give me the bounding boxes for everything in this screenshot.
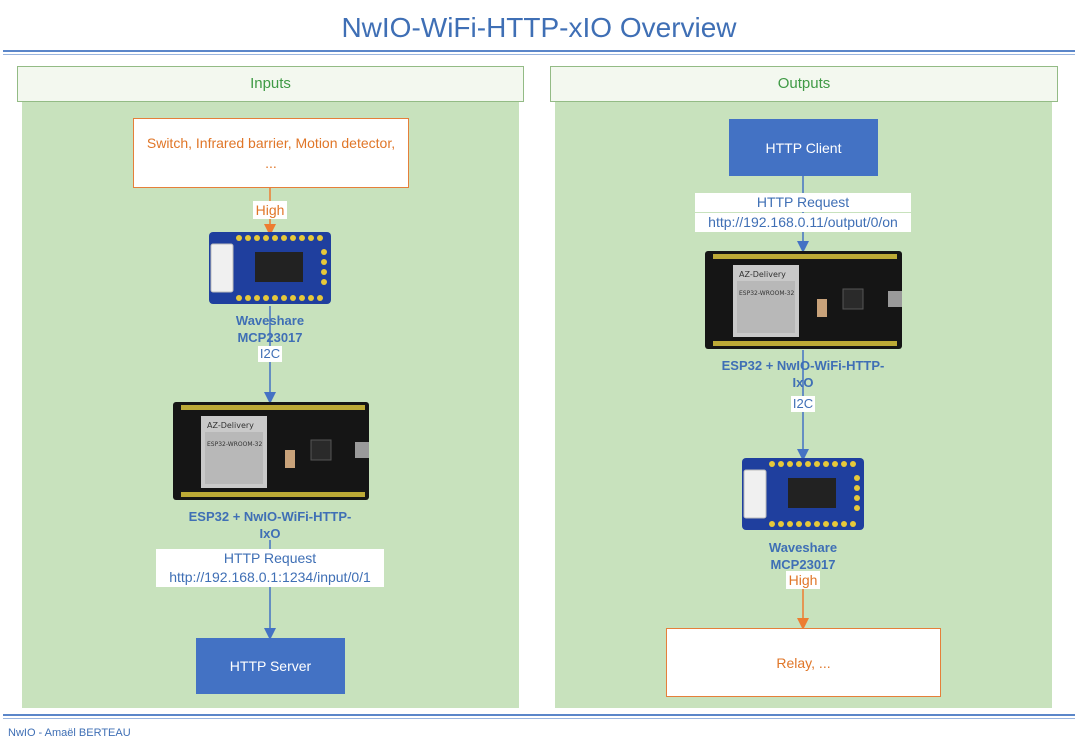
- output-esp-name-line1: ESP32 + NwIO-WiFi-HTTP-: [721, 358, 885, 373]
- input-esp-module: ESP32-WROOM-32: [207, 441, 262, 448]
- title-divider: [3, 50, 1075, 52]
- input-esp-brand: AZ-Delivery: [207, 421, 254, 430]
- title-divider-thin: [3, 54, 1075, 55]
- output-request-title: HTTP Request: [695, 193, 911, 212]
- output-esp-module: ESP32-WROOM-32: [739, 290, 794, 297]
- footer-divider-thin: [3, 718, 1075, 719]
- http-server-box: HTTP Server: [196, 638, 345, 694]
- input-mcp23017-board-image: [209, 232, 331, 304]
- http-client-box: HTTP Client: [729, 119, 878, 176]
- inputs-header: Inputs: [17, 66, 524, 102]
- output-mcp23017-board-image: [742, 458, 864, 530]
- page-title: NwIO-WiFi-HTTP-xIO Overview: [341, 12, 737, 43]
- output-esp32-board-image: AZ-Delivery ESP32-WROOM-32: [705, 251, 902, 349]
- footer-credit: NwIO - Amaël BERTEAU: [8, 727, 131, 739]
- input-mcp-name-line1: Waveshare: [235, 313, 305, 328]
- output-esp-brand: AZ-Delivery: [739, 270, 786, 279]
- input-request-title: HTTP Request: [156, 549, 384, 568]
- input-esp-name-line2: IxO: [259, 526, 281, 541]
- input-esp32-board-image: AZ-Delivery ESP32-WROOM-32: [173, 402, 369, 500]
- footer-divider: [3, 714, 1075, 716]
- input-mcp-name-line2: MCP23017: [237, 330, 303, 345]
- input-source-box: Switch, Infrared barrier, Motion detecto…: [133, 118, 409, 188]
- input-esp-name-line1: ESP32 + NwIO-WiFi-HTTP-: [188, 509, 352, 524]
- input-high-label: High: [253, 201, 287, 219]
- input-request-url: http://192.168.0.1:1234/input/0/1: [156, 568, 384, 587]
- input-i2c-label: I2C: [258, 346, 282, 362]
- outputs-header: Outputs: [550, 66, 1058, 102]
- output-target-box: Relay, ...: [666, 628, 941, 697]
- output-request-url: http://192.168.0.11/output/0/on: [695, 213, 911, 232]
- output-high-label: High: [786, 571, 820, 589]
- output-mcp-name-line2: MCP23017: [770, 557, 836, 572]
- output-i2c-label: I2C: [791, 396, 815, 412]
- output-esp-name-line2: IxO: [792, 375, 814, 390]
- output-mcp-name-line1: Waveshare: [768, 540, 838, 555]
